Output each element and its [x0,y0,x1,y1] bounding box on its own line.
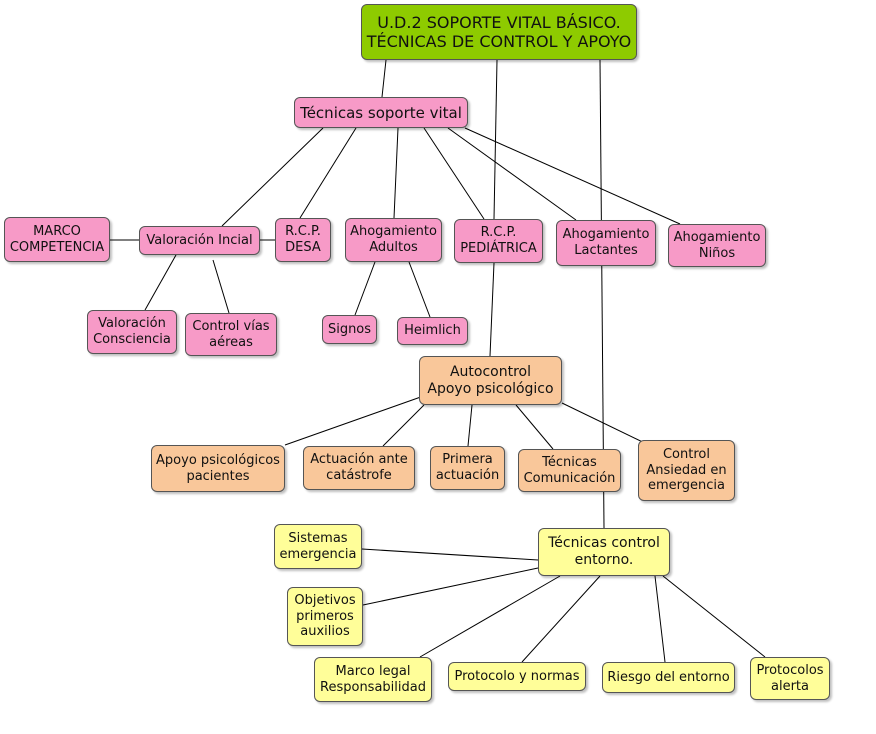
topic-ahogamiento-ninos[interactable]: Ahogamiento Niños [668,224,766,267]
connector-line [493,59,498,220]
topic-marco-competencia[interactable]: MARCO COMPETENCIA [4,217,110,262]
connector-line [419,575,561,658]
topic-protocolos-alerta[interactable]: Protocolos alerta [750,657,830,700]
topic-objetivos-primeros-auxilios[interactable]: Objetivos primeros auxilios [287,587,363,646]
connector-line [467,404,473,447]
topic-rcp-desa[interactable]: R.C.P. DESA [275,218,331,262]
topic-heimlich[interactable]: Heimlich [397,317,468,345]
topic-marco-legal-responsabilidad[interactable]: Marco legal Responsabilidad [314,657,432,702]
connector-line [662,575,766,658]
connector-line [382,404,425,447]
connector-line [354,261,376,316]
topic-control-vias-aereas[interactable]: Control vías aéreas [185,313,277,356]
topic-protocolo-y-normas[interactable]: Protocolo y normas [448,662,586,691]
topic-control-ansiedad-emergencia[interactable]: Control Ansiedad en emergencia [638,440,735,501]
connector-line [362,567,539,606]
connector-line [464,127,681,225]
topic-actuacion-ante-catastrofe[interactable]: Actuación ante catástrofe [303,446,415,490]
connector-line [408,261,431,318]
connector-line [515,404,554,450]
connector-line [489,262,495,357]
topic-signos[interactable]: Signos [322,315,377,344]
topic-tecnicas-soporte-vital[interactable]: Técnicas soporte vital [294,97,468,128]
topic-autocontrol-apoyo-psicologico[interactable]: Autocontrol Apoyo psicológico [419,356,562,405]
topic-valoracion-consciencia[interactable]: Valoración Consciencia [87,310,177,354]
connector-line [521,575,601,663]
connector-line [361,548,539,561]
connector-line [212,259,230,314]
topic-valoracion-inicial[interactable]: Valoración Incial [139,226,260,255]
connector-line [221,127,324,227]
topic-primera-actuacion[interactable]: Primera actuación [430,446,505,490]
connector-line [299,127,357,219]
connector-line [284,392,433,446]
topic-tecnicas-control-entorno[interactable]: Técnicas control entorno. [538,528,670,576]
connector-line [423,127,485,220]
topic-ahogamiento-lactantes[interactable]: Ahogamiento Lactantes [556,220,656,266]
topic-ahogamiento-adultos[interactable]: Ahogamiento Adultos [345,218,442,262]
connector-line [393,127,399,219]
topic-riesgo-del-entorno[interactable]: Riesgo del entorno [602,662,735,693]
connector-line [654,575,666,663]
connector-line [144,254,177,311]
topic-apoyo-psicologicos-pacientes[interactable]: Apoyo psicológicos pacientes [151,445,285,492]
root-topic[interactable]: U.D.2 SOPORTE VITAL BÁSICO. TÉCNICAS DE … [361,4,637,60]
topic-sistemas-emergencia[interactable]: Sistemas emergencia [274,524,362,569]
topic-tecnicas-comunicacion[interactable]: Técnicas Comunicación [518,449,621,492]
connector-line [381,59,387,98]
topic-rcp-pediatrica[interactable]: R.C.P. PEDIÁTRICA [454,219,543,263]
connector-line [447,127,577,221]
